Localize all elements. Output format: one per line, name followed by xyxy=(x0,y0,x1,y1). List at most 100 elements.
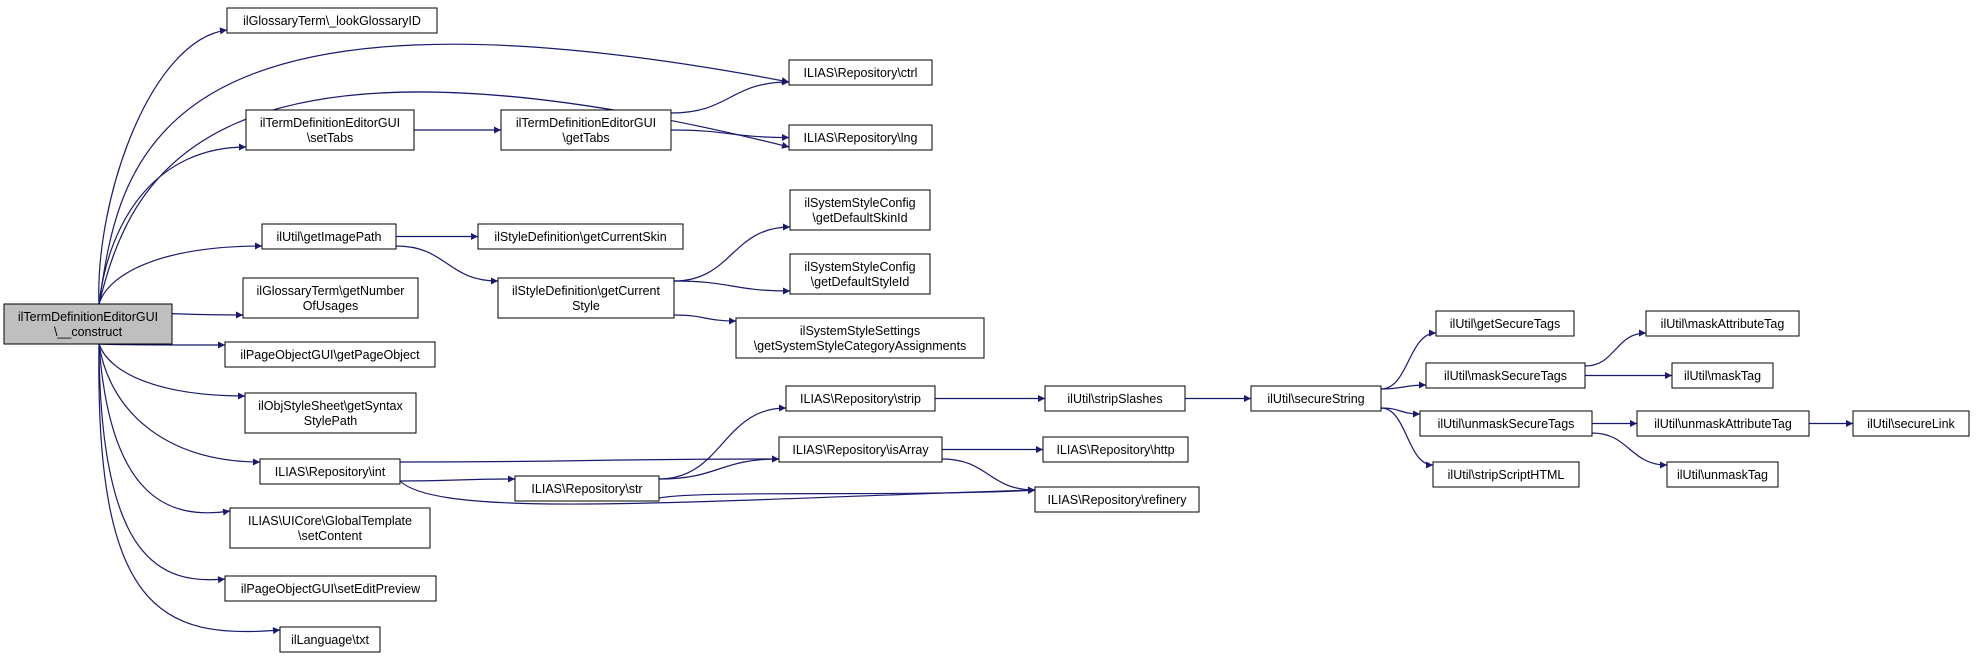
node-unmask-secure-tags[interactable]: ilUtil\unmaskSecureTags xyxy=(1419,410,1593,437)
node-label: ilGlossaryTerm\getNumber xyxy=(257,284,405,298)
node-label: ILIAS\UICore\GlobalTemplate xyxy=(248,514,412,528)
node-http[interactable]: ILIAS\Repository\http xyxy=(1042,436,1189,463)
node-label: \__construct xyxy=(54,325,123,339)
node-label: \getTabs xyxy=(562,131,609,145)
node-box xyxy=(259,458,401,485)
node-box xyxy=(224,341,436,368)
node-box xyxy=(245,109,415,151)
node-set-tabs[interactable]: ilTermDefinitionEditorGUI\setTabs xyxy=(245,109,415,151)
node-get-default-style-id[interactable]: ilSystemStyleConfig\getDefaultStyleId xyxy=(789,253,931,295)
node-label: ilUtil\secureLink xyxy=(1867,417,1955,431)
node-label: ilObjStyleSheet\getSyntax xyxy=(258,399,403,413)
node-get-secure-tags[interactable]: ilUtil\getSecureTags xyxy=(1435,310,1575,337)
node-unmask-tag[interactable]: ilUtil\unmaskTag xyxy=(1666,461,1779,488)
node-unmask-attribute-tag[interactable]: ilUtil\unmaskAttributeTag xyxy=(1636,410,1810,437)
node-set-content[interactable]: ILIAS\UICore\GlobalTemplate\setContent xyxy=(229,507,431,549)
node-box xyxy=(788,124,933,151)
node-box xyxy=(244,392,417,434)
edge-int-to-str xyxy=(399,475,516,483)
node-label: ILIAS\Repository\http xyxy=(1056,443,1174,457)
node-label: ilUtil\unmaskSecureTags xyxy=(1438,417,1575,431)
edge-root-to-set-tabs xyxy=(98,143,247,305)
node-txt[interactable]: ilLanguage\txt xyxy=(279,626,381,653)
edge-mask-secure-tags-to-mask-attribute-tag xyxy=(1584,329,1647,367)
node-label: ilUtil\unmaskTag xyxy=(1677,468,1768,482)
node-box xyxy=(788,59,933,86)
node-box xyxy=(735,317,985,359)
node-box xyxy=(229,507,431,549)
node-label: ilTermDefinitionEditorGUI xyxy=(18,310,158,324)
node-strip-script-html[interactable]: ilUtil\stripScriptHTML xyxy=(1432,461,1580,488)
node-label: ILIAS\Repository\refinery xyxy=(1048,493,1188,507)
node-set-edit-preview[interactable]: ilPageObjectGUI\setEditPreview xyxy=(224,575,437,602)
node-get-image-path[interactable]: ilUtil\getImagePath xyxy=(261,223,397,250)
node-label: ILIAS\Repository\strip xyxy=(800,392,921,406)
edge-int-to-is-array xyxy=(399,455,780,463)
node-label: ilGlossaryTerm\_lookGlossaryID xyxy=(243,14,421,28)
node-strip[interactable]: ILIAS\Repository\strip xyxy=(785,385,936,412)
edge-get-tabs-to-lng xyxy=(670,129,790,141)
node-box xyxy=(789,253,931,295)
node-box xyxy=(1645,310,1800,337)
node-box xyxy=(477,223,684,250)
node-get-current-skin[interactable]: ilStyleDefinition\getCurrentSkin xyxy=(477,223,684,250)
edge-get-current-style-to-get-default-style-id xyxy=(673,280,791,295)
node-is-array[interactable]: ILIAS\Repository\isArray xyxy=(778,436,943,463)
edge-get-current-style-to-get-system-style-category-assignments xyxy=(673,314,737,325)
node-lng[interactable]: ILIAS\Repository\lng xyxy=(788,124,933,151)
node-box xyxy=(1044,385,1186,412)
node-label: ilTermDefinitionEditorGUI xyxy=(516,116,656,130)
node-label: ilSystemStyleSettings xyxy=(800,324,920,338)
node-box xyxy=(1671,362,1774,389)
node-get-tabs[interactable]: ilTermDefinitionEditorGUI\getTabs xyxy=(500,109,672,151)
node-box xyxy=(1852,410,1970,437)
node-ctrl[interactable]: ILIAS\Repository\ctrl xyxy=(788,59,933,86)
node-label: ilUtil\secureString xyxy=(1267,392,1364,406)
node-str[interactable]: ILIAS\Repository\str xyxy=(514,475,660,502)
node-look-glossary-id[interactable]: ilGlossaryTerm\_lookGlossaryID xyxy=(226,7,438,34)
node-label: ilTermDefinitionEditorGUI xyxy=(260,116,400,130)
node-secure-link[interactable]: ilUtil\secureLink xyxy=(1852,410,1970,437)
node-box xyxy=(500,109,672,151)
node-mask-tag[interactable]: ilUtil\maskTag xyxy=(1671,362,1774,389)
node-label: ILIAS\Repository\str xyxy=(531,482,642,496)
node-label: ilUtil\stripSlashes xyxy=(1067,392,1162,406)
edge-secure-string-to-strip-script-html xyxy=(1380,407,1434,469)
node-strip-slashes[interactable]: ilUtil\stripSlashes xyxy=(1044,385,1186,412)
node-mask-secure-tags[interactable]: ilUtil\maskSecureTags xyxy=(1425,362,1586,389)
node-label: OfUsages xyxy=(303,299,359,313)
node-box xyxy=(242,277,419,319)
node-label: \setContent xyxy=(298,529,362,543)
node-box xyxy=(1042,436,1189,463)
edge-get-current-style-to-get-default-skin-id xyxy=(673,223,791,282)
node-root[interactable]: ilTermDefinitionEditorGUI\__construct xyxy=(3,303,173,345)
edge-unmask-secure-tags-to-unmask-tag xyxy=(1591,432,1668,469)
node-box xyxy=(261,223,397,250)
node-label: ilUtil\stripScriptHTML xyxy=(1448,468,1565,482)
node-get-default-skin-id[interactable]: ilSystemStyleConfig\getDefaultSkinId xyxy=(789,189,931,231)
node-box xyxy=(279,626,381,653)
node-box xyxy=(3,303,173,345)
edge-root-to-txt xyxy=(98,343,281,635)
edge-secure-string-to-get-secure-tags xyxy=(1380,329,1437,390)
edge-int-to-refinery xyxy=(399,480,1036,505)
node-box xyxy=(1432,461,1580,488)
node-get-page-object[interactable]: ilPageObjectGUI\getPageObject xyxy=(224,341,436,368)
edge-root-to-set-content xyxy=(98,343,231,516)
node-refinery[interactable]: ILIAS\Repository\refinery xyxy=(1034,486,1200,513)
node-label: \setTabs xyxy=(307,131,354,145)
edge-str-to-is-array xyxy=(658,455,780,480)
node-mask-attribute-tag[interactable]: ilUtil\maskAttributeTag xyxy=(1645,310,1800,337)
node-label: \getDefaultSkinId xyxy=(812,211,907,225)
node-get-system-style-category-assignments[interactable]: ilSystemStyleSettings\getSystemStyleCate… xyxy=(735,317,985,359)
node-box xyxy=(1666,461,1779,488)
node-label: ilSystemStyleConfig xyxy=(804,196,915,210)
node-secure-string[interactable]: ilUtil\secureString xyxy=(1250,385,1382,412)
node-label: ilSystemStyleConfig xyxy=(804,260,915,274)
node-box xyxy=(1250,385,1382,412)
edge-str-to-refinery xyxy=(658,487,1036,499)
node-int[interactable]: ILIAS\Repository\int xyxy=(259,458,401,485)
